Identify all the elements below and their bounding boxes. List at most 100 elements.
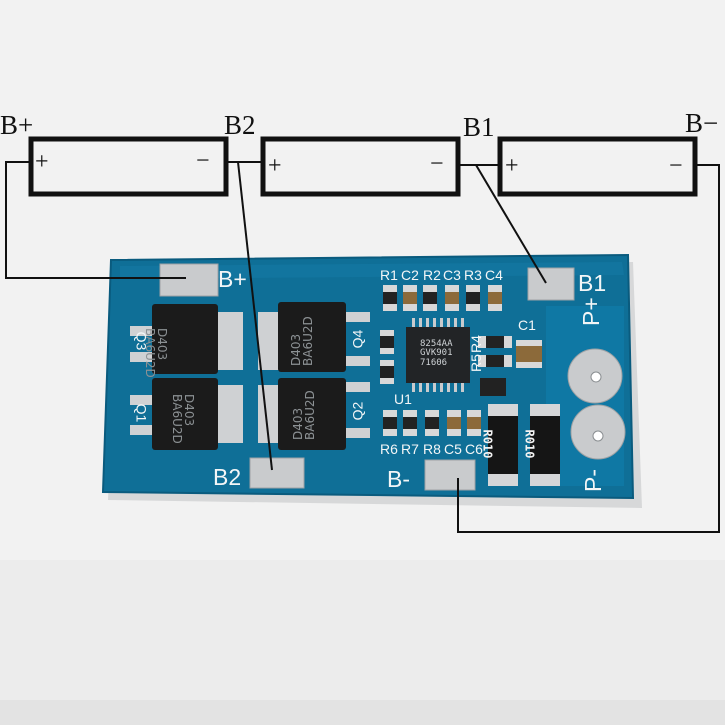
silk-b-plus: B+	[218, 266, 247, 292]
mosfet-q1-lead-a	[130, 395, 156, 405]
pad-p-minus-hole	[592, 430, 604, 442]
smd-r5-body	[486, 355, 504, 367]
mosfet-q3-tab	[215, 312, 243, 370]
mosfet-marking-line2: BA6U2D	[170, 394, 184, 444]
smd-r1-body	[383, 292, 397, 304]
battery-cell-2	[260, 136, 461, 197]
pad-b2	[249, 457, 305, 489]
background-bottom-shade	[0, 560, 725, 725]
mosfet-marking-line1: D403	[182, 394, 196, 427]
battery-cell-3	[497, 136, 698, 197]
smd-r4-body	[486, 336, 504, 348]
silk-c2: C2	[401, 267, 419, 283]
mosfet-marking-line2: BA6U2D	[303, 390, 317, 440]
silk-b1: B1	[578, 270, 607, 296]
mosfet-q3-body	[152, 304, 218, 374]
wire-b2-to-pad	[237, 161, 273, 471]
label-node-b-minus: B−	[685, 108, 719, 138]
pad-b1	[527, 267, 575, 301]
wire-b-plus	[5, 161, 186, 279]
silk-c5: C5	[444, 441, 462, 457]
mosfet-q3-marking: D403 BA6U2D	[143, 328, 169, 388]
silk-c3: C3	[443, 267, 461, 283]
pcb-trace-band	[120, 262, 624, 279]
silk-q4: Q4	[349, 329, 366, 349]
shunt-left-body	[488, 416, 518, 474]
wiring	[5, 161, 720, 533]
mosfet-q2-marking: D403 BA6U2D	[291, 380, 317, 440]
pad-b-plus	[159, 263, 219, 297]
ic-marking: 8254AA GVK901 71606	[420, 339, 453, 368]
silk-c6: C6	[465, 441, 483, 457]
mosfet-q1-marking: D403 BA6U2D	[170, 394, 196, 454]
smd-r2-body	[423, 292, 437, 304]
wire-b-minus	[457, 164, 720, 533]
shunt-left-marking: R010	[480, 429, 495, 459]
silk-u1: U1	[394, 391, 412, 407]
label-node-b-plus: B+	[0, 110, 34, 140]
mosfet-q3-lead-b	[130, 352, 156, 362]
silk-q2: Q2	[349, 401, 366, 421]
silk-r1: R1	[380, 267, 398, 283]
cell-2-minus: −	[430, 151, 444, 177]
pad-b-minus	[424, 459, 476, 491]
mosfet-q2-lead-b	[344, 428, 370, 438]
smd-row-top	[383, 285, 502, 311]
smd-c3-body	[445, 292, 459, 304]
silk-r4: R4	[467, 335, 484, 353]
mosfet-q2-lead-a	[344, 382, 370, 392]
ic-marking-line1: 8254AA	[420, 339, 453, 349]
battery-cell-1	[28, 136, 229, 197]
silk-r8: R8	[423, 441, 441, 457]
mosfet-q1-lead-b	[130, 425, 156, 435]
protection-ic-body	[406, 327, 470, 383]
silk-c1: C1	[518, 317, 536, 333]
mosfet-marking-line2: BA6U2D	[301, 316, 315, 366]
smd-left-r2-body	[380, 366, 394, 378]
mosfet-marking-line2: BA6U2D	[143, 328, 157, 378]
mosfet-q3-lead-a	[130, 326, 156, 336]
smd-u1-small	[480, 378, 506, 396]
shunt-right-body	[530, 416, 560, 474]
pad-p-plus-hole	[590, 371, 602, 383]
ic-marking-line2: GVK901	[420, 348, 453, 359]
mosfet-q4-marking: D403 BA6U2D	[289, 306, 315, 366]
cell-2-plus: +	[268, 153, 282, 179]
mosfet-q2-body	[278, 378, 346, 450]
cell-1-minus: −	[196, 148, 210, 174]
silk-r6: R6	[380, 441, 398, 457]
label-node-b1: B1	[463, 112, 495, 142]
silk-p-minus: P-	[580, 469, 606, 492]
silk-r2: R2	[423, 267, 441, 283]
mosfet-q1-body	[152, 378, 218, 450]
cell-3-minus: −	[669, 153, 683, 179]
mosfet-q1-tab	[215, 385, 243, 443]
mosfet-marking-line1: D403	[155, 328, 169, 361]
silk-b2: B2	[213, 464, 242, 490]
smd-c1-body	[516, 346, 542, 362]
silk-r7: R7	[401, 441, 419, 457]
smd-r3-body	[466, 292, 480, 304]
smd-left-r-body	[380, 336, 394, 348]
wire-b1-to-pad	[475, 164, 547, 284]
silk-q1: Q1	[133, 403, 150, 423]
cell-3-plus: +	[505, 153, 519, 179]
mosfet-q4-lead-a	[344, 312, 370, 322]
mosfet-q4-lead-b	[344, 356, 370, 366]
shunt-right-marking: R010	[522, 429, 537, 459]
silk-r3: R3	[464, 267, 482, 283]
label-node-b2: B2	[224, 110, 256, 140]
cell-1-plus: +	[35, 149, 49, 175]
mosfet-q4-body	[278, 302, 346, 372]
protection-ic-leads	[412, 318, 464, 392]
silk-b-minus: B-	[387, 466, 410, 492]
ic-marking-line3: 71606	[420, 357, 448, 368]
smd-row-bottom	[383, 410, 481, 436]
smd-c2-body	[403, 292, 417, 304]
smd-c4-body	[488, 292, 502, 304]
silk-c4: C4	[485, 267, 503, 283]
silk-p-plus: P+	[578, 297, 604, 326]
silk-r5: R5	[467, 354, 484, 372]
background-bottom-band	[0, 700, 725, 725]
